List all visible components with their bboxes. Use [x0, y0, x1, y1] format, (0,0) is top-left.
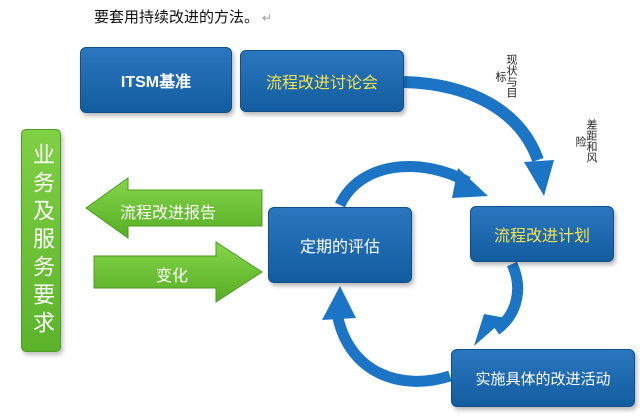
itsm-baseline-box: ITSM基准 — [80, 47, 232, 113]
eval-to-plan-arrowhead — [452, 168, 488, 198]
implementation-label: 实施具体的改进活动 — [475, 369, 611, 388]
impl-to-eval-arrow — [332, 316, 452, 387]
return-mark-icon: ↵ — [262, 11, 273, 25]
change-arrow — [93, 241, 263, 303]
itsm-baseline-label: ITSM基准 — [120, 74, 192, 91]
report-arrow — [85, 177, 263, 239]
improvement-forum-box: 流程改进讨论会 — [240, 50, 404, 112]
header-text: 要套用持续改进的方法。↵ — [94, 6, 272, 27]
forum-to-plan-arrowhead — [524, 160, 554, 196]
change-arrow-label: 变化 — [156, 266, 189, 285]
business-requirements-box: 业务及服务要求 — [21, 129, 61, 352]
forum-to-plan-arrow — [403, 76, 544, 163]
eval-to-plan-arrow — [335, 160, 471, 208]
plan-to-impl-arrowhead — [474, 314, 506, 346]
impl-to-eval-arrowhead — [322, 286, 356, 320]
header-sentence: 要套用持续改进的方法。 — [94, 8, 260, 26]
gap-risk-note: 差距和风险 — [574, 119, 598, 163]
periodic-evaluation-label: 定期的评估 — [299, 237, 380, 256]
improvement-forum-label: 流程改进讨论会 — [265, 73, 378, 92]
plan-to-impl-arrow — [492, 261, 524, 335]
improvement-plan-label: 流程改进计划 — [493, 226, 590, 245]
report-arrow-label: 流程改进报告 — [120, 203, 217, 222]
periodic-evaluation-box: 定期的评估 — [268, 207, 412, 283]
status-target-note: 现状与目标 — [494, 54, 518, 98]
improvement-plan-box: 流程改进计划 — [470, 206, 614, 262]
implementation-box: 实施具体的改进活动 — [451, 349, 635, 407]
business-requirements-label: 业务及服务要求 — [29, 142, 54, 339]
